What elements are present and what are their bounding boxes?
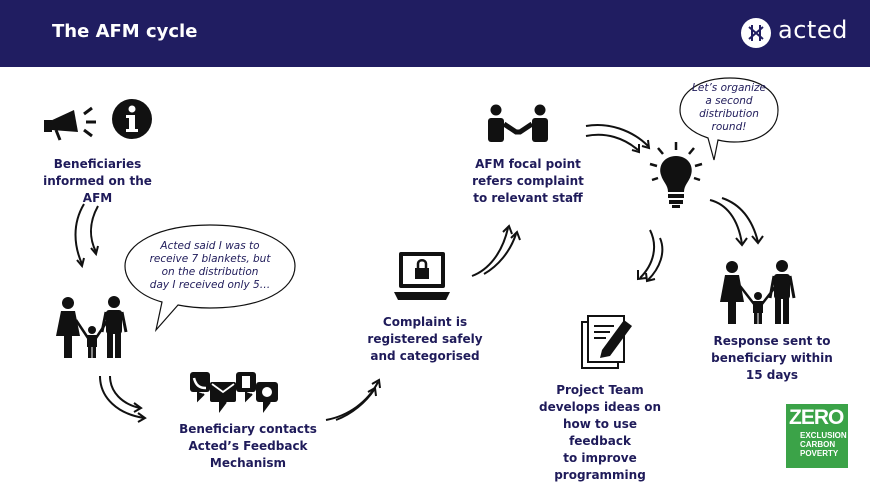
zero-badge-line-2: CARBON xyxy=(800,440,836,449)
zero-badge-line-3: POVERTY xyxy=(800,449,839,458)
arrow-down-4 xyxy=(709,197,764,247)
zero-badge: ZERO EXCLUSION CARBON POVERTY xyxy=(786,404,848,468)
arrow-right-1 xyxy=(585,124,651,154)
header-bar: The AFM cycle acted xyxy=(0,0,870,67)
acted-logo: acted xyxy=(740,16,855,50)
logo-text: acted xyxy=(778,16,848,44)
laptop-lock-icon xyxy=(394,252,450,300)
zero-badge-title: ZERO xyxy=(789,406,844,429)
zero-badge-line-1: EXCLUSION xyxy=(800,431,847,440)
speech-bubble-1 xyxy=(124,224,296,333)
family-icon-2 xyxy=(720,260,796,324)
lightbulb-icon xyxy=(649,142,703,208)
arrow-down-2 xyxy=(99,375,147,423)
arrow-up-1 xyxy=(325,378,381,421)
document-edit-icon xyxy=(581,315,632,369)
arrow-down-3 xyxy=(637,229,664,283)
page-title: The AFM cycle xyxy=(52,21,198,42)
family-icon xyxy=(56,296,128,358)
arrow-up-2 xyxy=(471,224,521,277)
speech-bubble-2 xyxy=(679,77,779,161)
megaphone-icon xyxy=(44,106,96,141)
info-icon xyxy=(112,99,152,139)
acted-logo-icon xyxy=(741,18,771,48)
arrow-down-1 xyxy=(74,203,99,269)
handshake-icon xyxy=(488,104,548,142)
feedback-channels-icon xyxy=(190,372,278,413)
